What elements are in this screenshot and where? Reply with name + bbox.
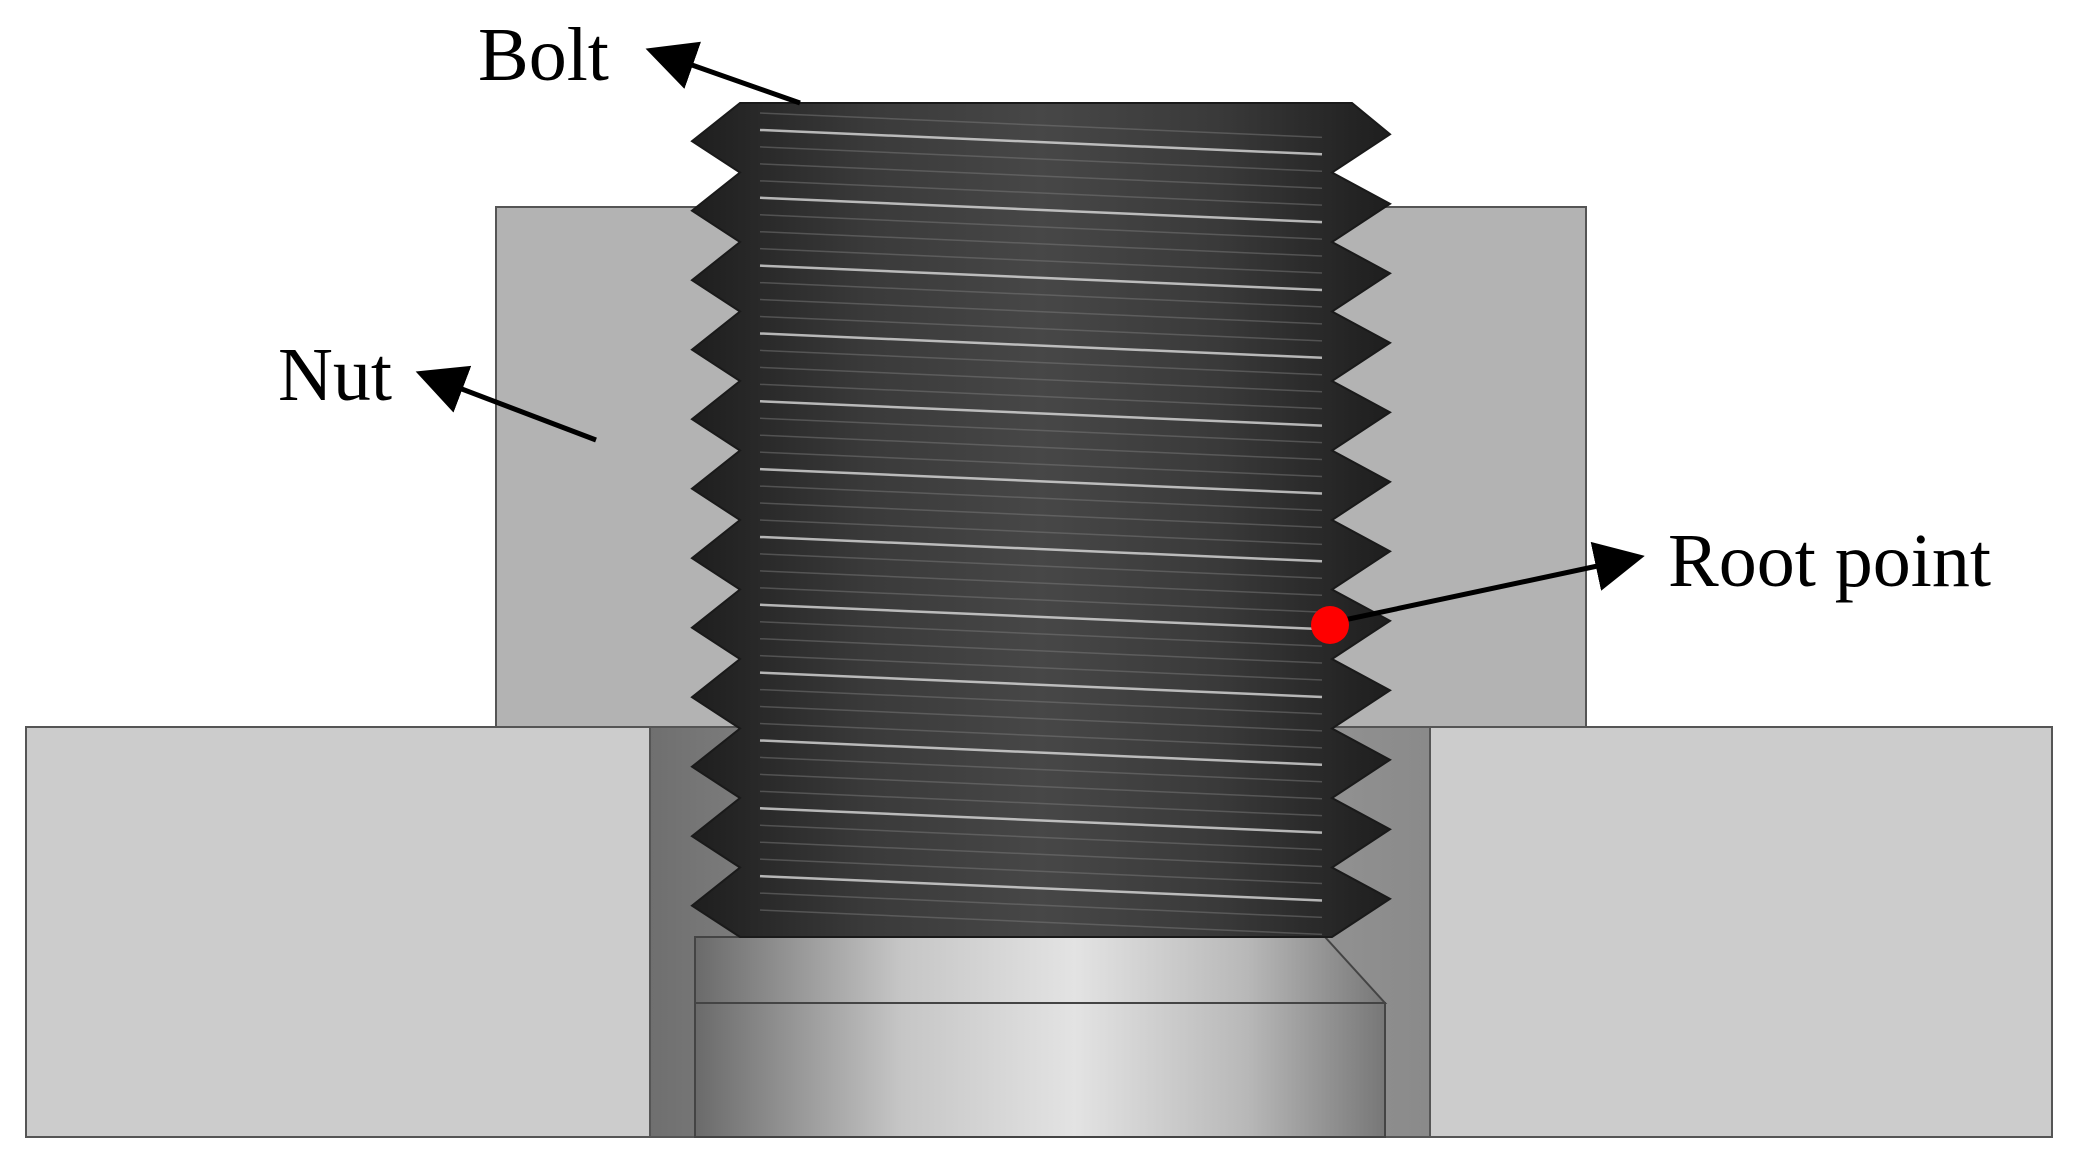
thread-highlight bbox=[759, 146, 1323, 172]
thread-highlight bbox=[759, 909, 1323, 936]
thread-highlight bbox=[759, 570, 1323, 596]
thread-highlight bbox=[759, 400, 1323, 427]
thread-highlight bbox=[759, 214, 1323, 240]
thread-highlight bbox=[759, 366, 1323, 393]
thread-highlight bbox=[759, 315, 1323, 342]
thread-highlight bbox=[759, 773, 1323, 800]
thread-highlight bbox=[759, 621, 1323, 647]
thread-highlight bbox=[759, 264, 1323, 292]
thread-highlight bbox=[759, 383, 1323, 410]
thread-highlight bbox=[759, 451, 1323, 478]
thread-highlight bbox=[759, 467, 1323, 495]
thread-highlight bbox=[759, 485, 1323, 512]
bolt-thread-outline bbox=[690, 102, 1392, 938]
thread-highlight bbox=[759, 332, 1323, 360]
thread-highlight bbox=[759, 892, 1323, 919]
thread-runout bbox=[694, 936, 1388, 1004]
thread-highlight bbox=[759, 637, 1323, 664]
root-point-label: Root point bbox=[1668, 519, 1991, 603]
bolt-arrow bbox=[645, 41, 801, 106]
thread-highlight bbox=[759, 553, 1323, 579]
thread-highlight bbox=[759, 671, 1323, 699]
thread-highlight bbox=[759, 112, 1323, 139]
thread-highlight bbox=[759, 874, 1323, 902]
bolt-thread bbox=[690, 102, 1392, 938]
thread-highlight bbox=[759, 349, 1323, 376]
root-point-arrow bbox=[1329, 541, 1645, 626]
thread-highlight bbox=[759, 739, 1323, 767]
thread-highlight bbox=[759, 163, 1323, 189]
thread-highlight bbox=[759, 824, 1323, 851]
thread-highlight bbox=[759, 281, 1323, 308]
thread-highlight bbox=[759, 196, 1323, 224]
thread-highlight bbox=[759, 535, 1323, 563]
thread-highlight bbox=[759, 858, 1323, 885]
thread-highlight bbox=[759, 587, 1323, 613]
thread-highlight bbox=[759, 603, 1323, 631]
thread-highlight bbox=[759, 807, 1323, 834]
bolt-shank bbox=[694, 1002, 1386, 1138]
thread-highlight bbox=[759, 688, 1323, 715]
thread-highlight bbox=[759, 790, 1323, 817]
nut-arrow bbox=[415, 365, 597, 443]
thread-highlight bbox=[759, 722, 1323, 749]
bolt-label: Bolt bbox=[478, 13, 609, 97]
thread-highlight bbox=[759, 230, 1323, 257]
thread-highlight bbox=[759, 434, 1323, 461]
thread-highlight bbox=[759, 654, 1323, 681]
thread-highlight bbox=[759, 417, 1323, 444]
thread-highlight bbox=[759, 180, 1323, 206]
nut-label: Nut bbox=[278, 333, 392, 417]
thread-highlight bbox=[759, 705, 1323, 732]
thread-highlight bbox=[759, 247, 1323, 274]
thread-highlight bbox=[759, 502, 1323, 529]
thread-highlight bbox=[759, 298, 1323, 325]
thread-highlight bbox=[759, 841, 1323, 868]
thread-highlight bbox=[759, 756, 1323, 783]
thread-highlight bbox=[759, 519, 1323, 546]
thread-highlight bbox=[759, 128, 1323, 156]
root-point-marker bbox=[1311, 606, 1349, 644]
